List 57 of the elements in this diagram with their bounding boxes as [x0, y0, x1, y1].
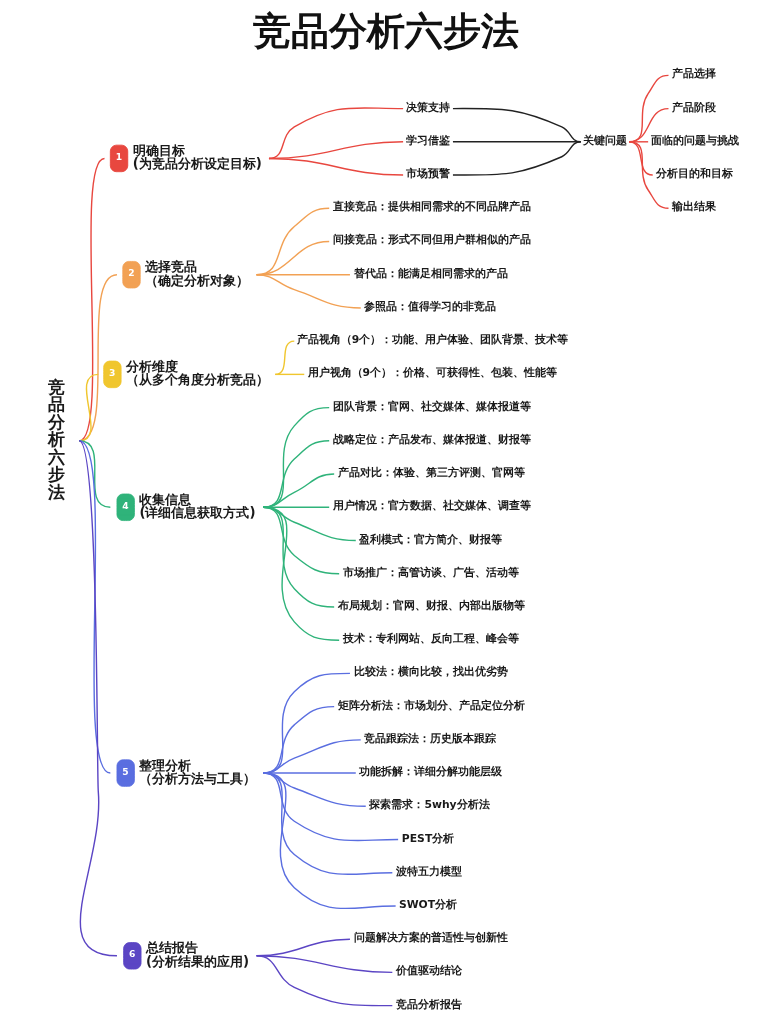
node-text: 价值驱动结论 — [395, 964, 462, 978]
node-label: (为竞品分析设定目标) — [132, 156, 262, 172]
node-label: 分析维度 — [125, 358, 178, 374]
node-text: 直接竞品：提供相同需求的不同品牌产品 — [332, 200, 531, 214]
node-text: 问题解决方案的普适性与创新性 — [353, 931, 508, 945]
node-text: 替代品：能满足相同需求的产品 — [353, 266, 508, 280]
node-text: 功能拆解：详细分解功能层级 — [358, 765, 502, 779]
node-label: 整理分析 — [138, 757, 191, 773]
node-text: 用户情况：官方数据、社交媒体、调查等 — [332, 499, 531, 513]
node-text: 参照品：值得学习的非竞品 — [363, 299, 496, 313]
node-text: 竞品跟踪法：历史版本跟踪 — [363, 731, 496, 745]
node-text: 团队背景：官网、社交媒体、媒体报道等 — [332, 399, 531, 413]
node-text: 竞品分析六步法 — [47, 376, 65, 502]
connector — [261, 772, 396, 910]
node-text: 探索需求：5why分析法 — [368, 798, 490, 812]
node-label: (详细信息获取方式) — [138, 505, 256, 521]
connector — [261, 506, 340, 641]
node-text: 关键问题 — [582, 133, 627, 147]
node-text: 产品阶段 — [671, 100, 716, 114]
connector — [77, 440, 118, 957]
node-text: 产品对比：体验、第三方评测、官网等 — [337, 466, 525, 480]
connector — [261, 473, 335, 508]
node-text: 战略定位：产品发布、媒体报道、财报等 — [332, 432, 531, 446]
node-label: 明确目标 — [132, 142, 185, 158]
node-text: 间接竞品：形式不同但用户群相似的产品 — [332, 233, 531, 247]
node-label: 收集信息 — [138, 491, 191, 507]
node-text: 面临的问题与挑战 — [650, 133, 739, 147]
connector — [77, 440, 111, 774]
node-text: 技术：专利网站、反向工程、峰会等 — [342, 632, 519, 646]
node-text: 盈利模式：官方简介、财报等 — [358, 532, 502, 546]
node-text: 用户视角（9个）：价格、可获得性、包装、性能等 — [307, 366, 557, 380]
node-text: 分析目的和目标 — [655, 167, 733, 181]
node-text: 波特五力模型 — [395, 864, 462, 878]
node-text: 比较法：横向比较，找出优劣势 — [353, 665, 508, 679]
node-label: （从多个角度分析竞品） — [125, 372, 269, 388]
node-text: 矩阵分析法：市场划分、产品定位分析 — [337, 698, 525, 712]
node-text: 竞品分析报告 — [395, 997, 462, 1011]
connector — [274, 373, 305, 376]
node-text: SWOT分析 — [398, 897, 457, 911]
connector — [451, 141, 582, 176]
node-text: 产品视角（9个）：功能、用户体验、团队背景、技术等 — [296, 333, 568, 347]
node-text: 学习借鉴 — [405, 133, 450, 147]
node-label: 选择竞品 — [144, 259, 197, 275]
node-text: 决策支持 — [405, 100, 450, 114]
connector — [255, 274, 361, 309]
node-text: 市场预警 — [405, 167, 450, 181]
diagram-title: 竞品分析六步法 — [252, 9, 519, 54]
connector — [274, 340, 295, 376]
node-text: PEST分析 — [401, 831, 454, 845]
connector — [255, 955, 393, 1007]
node-label: （确定分析对象） — [144, 272, 249, 288]
node-text: 布局规划：官网、财报、内部出版物等 — [337, 598, 525, 612]
connector — [627, 141, 669, 209]
node-text: 输出结果 — [671, 200, 716, 214]
node-text: 产品选择 — [671, 67, 716, 81]
connector — [267, 157, 404, 176]
node-text: 市场推广：高管访谈、广告、活动等 — [342, 565, 519, 579]
